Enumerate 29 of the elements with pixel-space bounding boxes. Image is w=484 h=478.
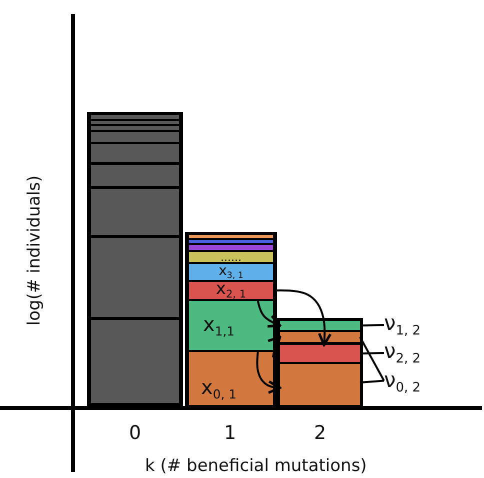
variable-label: x$_{2, 1}$	[216, 280, 246, 300]
tick-label: 1	[224, 424, 236, 442]
bar-segment	[280, 345, 360, 362]
axis-title: log(# individuals)	[26, 174, 44, 326]
leader-line	[360, 352, 384, 354]
variable-label: ν$_{1, 2}$	[384, 312, 421, 338]
bar-segment	[189, 352, 273, 405]
bar-segment	[280, 321, 360, 330]
arrow	[256, 352, 282, 394]
bar-segment	[189, 252, 273, 262]
bar-segment	[189, 264, 273, 280]
bar-segment	[280, 364, 360, 405]
variable-label: ν$_{2, 2}$	[384, 340, 421, 366]
bar-segment	[189, 282, 273, 299]
variable-label: x$_{0, 1}$	[201, 377, 236, 401]
variable-label: ......	[220, 252, 242, 262]
variable-label: ν$_{0, 2}$	[384, 370, 421, 394]
variable-label: x$_{3, 1}$	[218, 264, 244, 280]
tick-label: 2	[314, 424, 326, 442]
leader-line	[360, 380, 384, 384]
bar-segment	[280, 332, 360, 342]
bar-segment	[189, 301, 273, 350]
arrow	[256, 300, 282, 328]
tick-label: 0	[129, 424, 142, 442]
leader-line	[359, 336, 385, 382]
variable-label: x$_{1,1}$	[203, 314, 235, 338]
leader-line	[360, 324, 384, 326]
arrow	[266, 336, 282, 358]
axis-title: k (# beneficial mutations)	[145, 458, 367, 474]
